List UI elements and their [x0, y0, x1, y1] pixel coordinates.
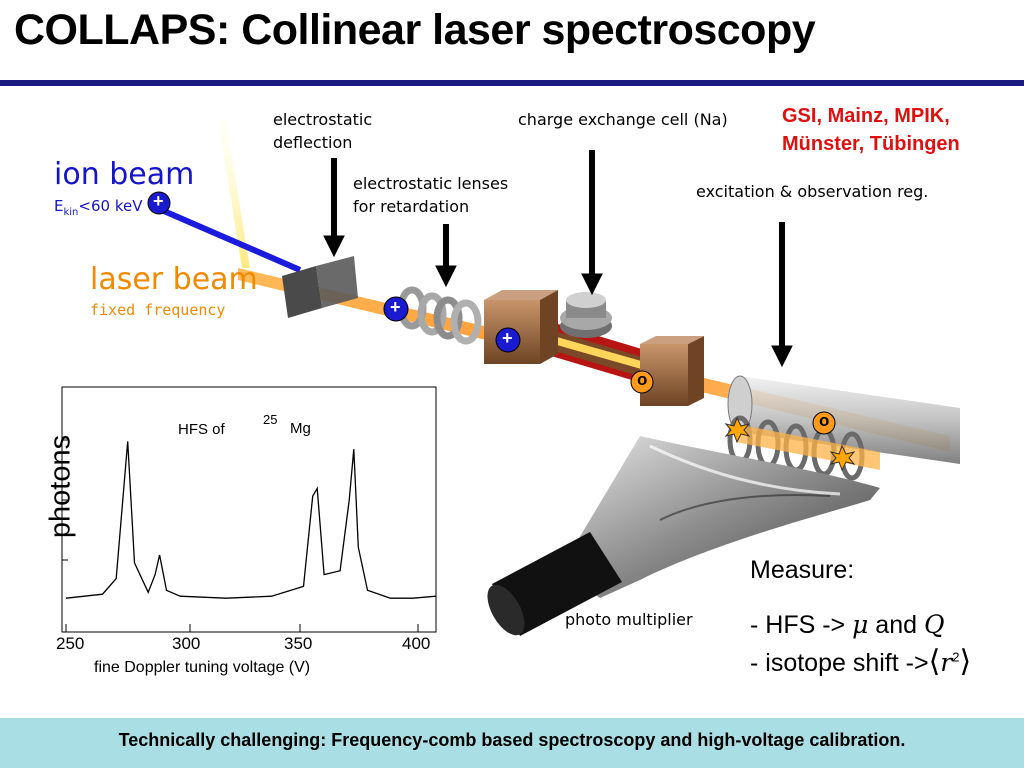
x-tick-250: 250 [56, 634, 85, 653]
ion-beam-title: ion beam [54, 157, 195, 192]
plot-isotope-element: Mg [290, 420, 311, 437]
ion-marker-3 [495, 327, 521, 353]
spectrum-line [65, 441, 437, 599]
pointer-arrows [323, 150, 793, 368]
x-tick-400: 400 [402, 634, 431, 653]
plot-x-label: fine Doppler tuning voltage (V) [94, 659, 311, 676]
neutral-marker-2 [812, 411, 836, 435]
ion-marker-2 [383, 296, 409, 322]
photo-multiplier [487, 436, 880, 636]
ion-charge-markers [147, 191, 521, 353]
laser-beam-title: laser beam [90, 262, 258, 297]
x-tick-350: 350 [284, 634, 313, 653]
deflection-plate-1 [282, 266, 322, 318]
ion-marker-1 [147, 191, 171, 215]
spectrum-plot [61, 386, 437, 633]
neutral-marker-1 [630, 370, 654, 394]
label-excitation-region: excitation & observation reg. [696, 182, 929, 201]
deflection-plate-2 [316, 256, 358, 308]
laser-beam-subtitle: fixed frequency [90, 301, 226, 319]
label-charge-exchange-cell: charge exchange cell (Na) [518, 110, 728, 129]
ion-beam-energy: Ekin<60 keV [54, 197, 143, 218]
ion-beam-line [148, 202, 302, 273]
fluorescence-spark-1 [724, 416, 751, 444]
x-tick-300: 300 [172, 634, 201, 653]
footer-text: Technically challenging: Frequency-comb … [118, 730, 906, 750]
ion-marker-1-label: + [153, 191, 164, 211]
collaboration-list: GSI, Mainz, MPIK,Münster, Tübingen [782, 105, 960, 155]
ion-marker-2-label: + [390, 297, 401, 317]
measure-line-isotope-shift: - isotope shift ->⟨r2⟩ [750, 645, 972, 678]
measure-line-hfs: - HFS -> μ and Q [750, 610, 945, 639]
neutral-marker-1-label: o [637, 370, 648, 389]
neutral-marker-2-label: o [819, 411, 830, 430]
laser-entry-beam [218, 120, 250, 268]
neutral-markers [630, 370, 836, 435]
plot-y-label: photons [44, 434, 77, 539]
measure-heading: Measure: [750, 556, 855, 584]
title-rule [0, 80, 1024, 86]
plot-isotope-mass: 25 [263, 412, 278, 427]
ion-marker-3-label: + [502, 328, 513, 348]
plot-inset-label: HFS of [178, 421, 225, 438]
footer-banner [0, 718, 1024, 768]
charge-exchange-cell [484, 290, 704, 406]
observation-region [724, 375, 960, 481]
plot-ticks [62, 439, 419, 632]
slide-title: COLLAPS: Collinear laser spectroscopy [14, 6, 816, 54]
plot-frame [61, 386, 437, 633]
label-photo-multiplier: photo multiplier [565, 610, 693, 629]
fluorescence-spark-2 [829, 444, 856, 472]
